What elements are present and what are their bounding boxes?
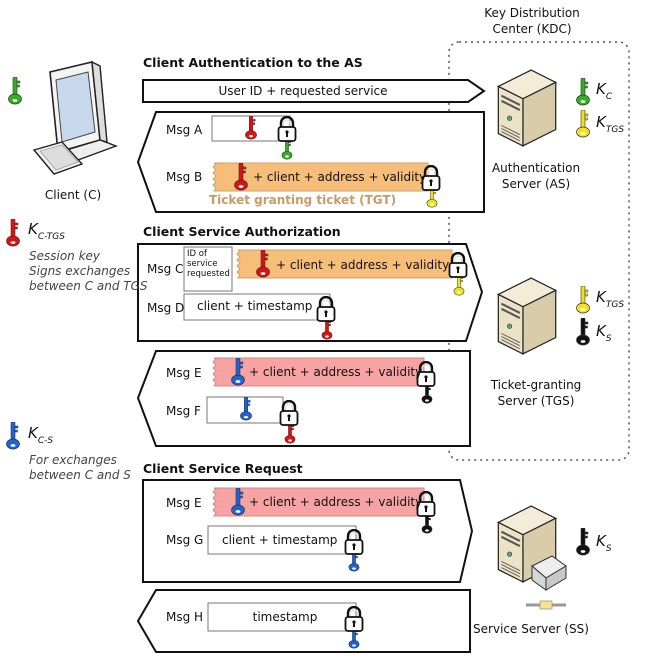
- kdc-title-line1: Key Distribution: [484, 6, 580, 20]
- kdc-title-line2: Center (KDC): [492, 22, 572, 36]
- ss-ks-label: KS: [596, 532, 612, 554]
- tgs-ktgs-key-icon: [576, 286, 590, 314]
- section-authorization-title: Client Service Authorization: [143, 224, 341, 239]
- msg-b-ticket: [212, 162, 429, 192]
- msg-c-id-box: [183, 246, 233, 292]
- legend-cs-label: KC-S: [28, 424, 54, 446]
- session-key-ctgs-icon: [6, 219, 20, 247]
- legend-cs-line2: between C and S: [29, 468, 131, 482]
- msg-h-box: [207, 602, 357, 632]
- legend-ctgs-line1: Session key: [29, 249, 101, 263]
- request-arrow: [142, 79, 486, 103]
- legend-ctgs-label: KC-TGS: [28, 220, 65, 242]
- msg-g-box: [207, 525, 357, 555]
- tgs-label-line2: Server (TGS): [497, 394, 575, 408]
- as-kc-label: KC: [596, 80, 613, 102]
- msg-d-label: Msg D: [147, 301, 185, 315]
- as-label-line2: Server (AS): [501, 177, 571, 191]
- kdc-boundary: [448, 41, 630, 461]
- msg-f-label: Msg F: [166, 404, 201, 418]
- msg-h-label: Msg H: [166, 610, 204, 624]
- legend-ctgs-line2: Signs exchanges: [29, 264, 131, 278]
- msg-c-id-text: ID of service requested: [187, 249, 230, 279]
- msg-b-text: + client + address + validity: [253, 170, 427, 184]
- msg-e-label: Msg E: [166, 366, 202, 380]
- legend-cs-line1: For exchanges: [29, 453, 117, 467]
- as-kc-key-icon: [576, 78, 590, 106]
- tgs-ktgs-label: KTGS: [596, 288, 625, 310]
- msg-g-text: client + timestamp: [222, 533, 338, 547]
- client-computer-icon: [32, 60, 119, 175]
- tgt-caption: Ticket granting ticket (TGT): [209, 193, 397, 207]
- ticket-granting-server-icon: [497, 277, 557, 355]
- ss-label: Service Server (SS): [473, 622, 589, 636]
- ss-ks-key-icon: [576, 528, 590, 556]
- msg-d-box: [183, 293, 331, 321]
- msg-a-label: Msg A: [166, 123, 203, 137]
- session-key-cs-icon: [6, 422, 20, 450]
- tgs-label-line1: Ticket-granting: [490, 378, 582, 392]
- request-text: User ID + requested service: [218, 84, 388, 98]
- msg-b-label: Msg B: [166, 170, 203, 184]
- msg-h-text: timestamp: [252, 610, 318, 624]
- tgs-ks-key-icon: [576, 318, 590, 346]
- service-server-icon: [497, 505, 567, 610]
- msg-e-text: + client + address + validity: [249, 365, 423, 379]
- msg-c-ticket: [236, 249, 453, 279]
- msg-c-text: + client + address + validity: [276, 258, 450, 272]
- tgs-ks-label: KS: [596, 322, 612, 344]
- as-ktgs-label: KTGS: [596, 113, 625, 135]
- as-ktgs-key-icon: [576, 110, 590, 138]
- as-label-line1: Authentication: [491, 161, 581, 175]
- msg-e-ticket: [212, 357, 425, 387]
- client-key-icon: [8, 77, 22, 105]
- msg-e2-label: Msg E: [166, 496, 202, 510]
- msg-e2-text: + client + address + validity: [249, 495, 423, 509]
- section-request-title: Client Service Request: [143, 461, 303, 476]
- msg-e2-ticket: [212, 487, 425, 517]
- client-label: Client (C): [44, 188, 102, 202]
- msg-d-text: client + timestamp: [197, 299, 313, 313]
- msg-c-label: Msg C: [147, 262, 184, 276]
- msg-g-label: Msg G: [166, 533, 204, 547]
- authentication-server-icon: [497, 69, 557, 147]
- legend-ctgs-line3: between C and TGS: [29, 279, 148, 293]
- section-auth-title: Client Authentication to the AS: [143, 55, 363, 70]
